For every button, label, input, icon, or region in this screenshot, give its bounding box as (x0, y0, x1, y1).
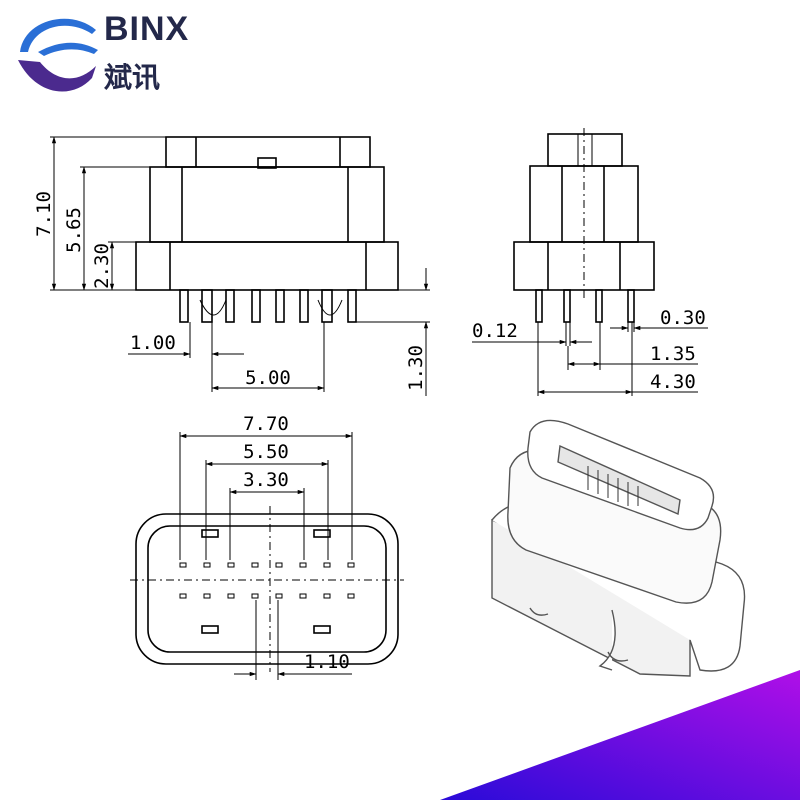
binx-logo (18, 18, 98, 92)
brand-name-cn: 斌讯 (104, 61, 161, 94)
brand-name-en: BINX (104, 10, 190, 48)
bottom-view: 7.70 5.50 3.30 1.10 (130, 413, 404, 680)
dim-inner-width: 3.30 (243, 469, 289, 491)
dim-total-height: 7.10 (33, 191, 55, 237)
bottom-inner-outline (147, 525, 387, 653)
logo-swoosh-mid-icon (38, 42, 98, 56)
dim-pin-gap: 0.12 (472, 320, 518, 342)
dim-body-height: 5.65 (63, 207, 85, 253)
dim-pin-pitch: 1.00 (130, 332, 176, 354)
front-base (135, 241, 399, 291)
dim-outer-width: 7.70 (243, 413, 289, 435)
front-view: 7.10 5.65 2.30 1.30 1.00 5.00 (33, 136, 430, 396)
dim-pitch: 1.10 (304, 651, 350, 673)
front-pins (179, 289, 357, 323)
dim-base-depth: 4.30 (650, 371, 696, 393)
dim-base-height: 2.30 (91, 243, 113, 289)
logo-swoosh-top-icon (20, 18, 96, 52)
front-latch (257, 157, 277, 169)
dim-pin-width: 0.30 (660, 307, 706, 329)
isometric-view (491, 419, 746, 677)
side-top-block (547, 133, 623, 167)
dim-middle-width: 5.50 (243, 441, 289, 463)
dim-pin-span: 5.00 (245, 367, 291, 389)
logo-swoosh-bottom-icon (18, 60, 96, 92)
dim-pin-offset: 1.35 (650, 343, 696, 365)
dim-pin-length: 1.30 (405, 345, 427, 391)
side-base (513, 241, 655, 291)
front-body (149, 166, 385, 243)
bottom-outer-outline (135, 513, 399, 665)
side-pins (535, 289, 635, 323)
bottom-pin-pads (179, 529, 355, 634)
corner-accent-gradient (440, 670, 800, 800)
side-view: 0.12 0.30 1.35 4.30 (472, 128, 708, 396)
